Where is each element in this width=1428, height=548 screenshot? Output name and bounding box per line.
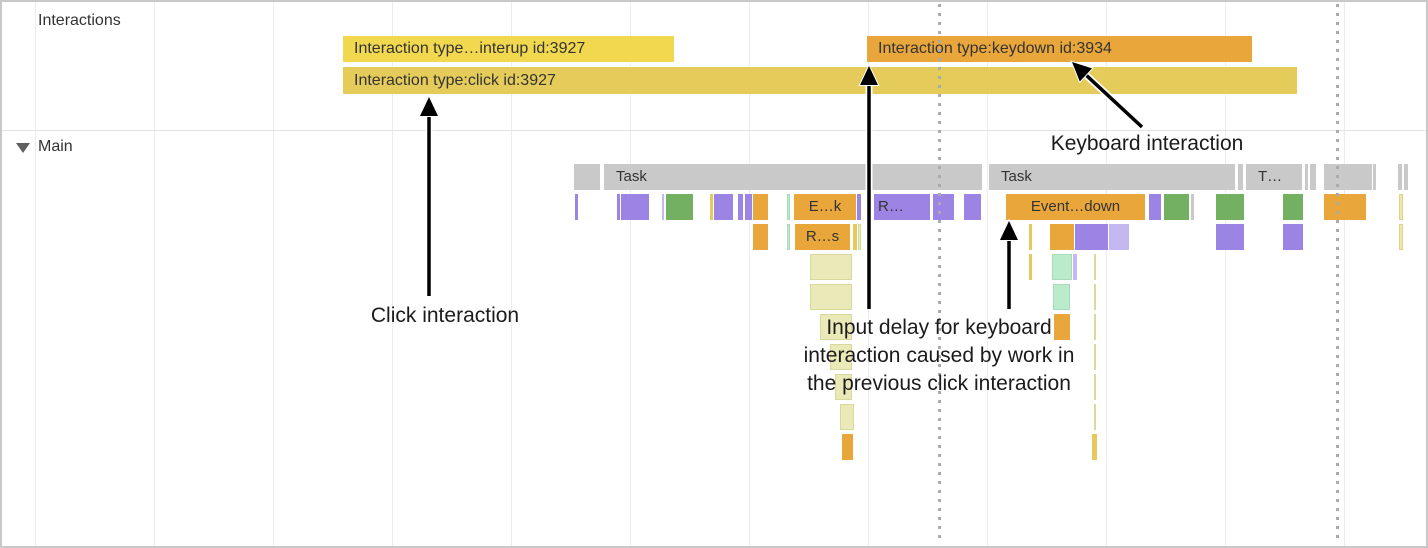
flame-bar-sliver[interactable] [1029,224,1032,250]
flame-bar-sliver[interactable] [857,194,861,220]
main-track-collapse-triangle-icon[interactable] [16,143,30,153]
flame-bar-sliver[interactable] [1094,374,1096,400]
gridline [749,2,750,546]
flame-bar-sliver[interactable] [1238,164,1243,190]
flame-bar-sliver[interactable] [1109,224,1129,250]
flame-bar-sliver[interactable] [1164,194,1189,220]
flame-bar-sliver[interactable] [745,194,752,220]
interaction-bar[interactable]: Interaction type:keydown id:3934 [867,36,1252,62]
flame-bar-sliver[interactable] [753,194,768,220]
interactions-track-label: Interactions [38,12,121,29]
gridline [35,2,36,546]
gridline [154,2,155,546]
flame-bar-sliver[interactable] [714,194,733,220]
flame-bar-sliver[interactable] [1404,164,1408,190]
flame-bar-sliver[interactable] [1398,164,1402,190]
gridline [1106,2,1107,546]
flame-bar-sliver[interactable] [1052,254,1072,280]
track-separator [2,130,1426,131]
flame-bar-sliver[interactable] [1305,164,1308,190]
flame-bar-sliver[interactable] [1310,164,1316,190]
flame-bar-sliver[interactable] [710,194,713,220]
gridline [987,2,988,546]
interaction-bar[interactable]: Interaction type…interup id:3927 [343,36,674,62]
flame-bar-sliver[interactable] [1216,224,1244,250]
main-track-label: Main [38,138,73,155]
flame-bar-sliver[interactable] [1399,194,1403,220]
flame-bar-sliver[interactable] [1191,194,1194,220]
flame-bar-sliver[interactable] [840,404,854,430]
annotation-click-interaction: Click interaction [370,304,520,327]
flame-bar-sliver[interactable] [858,224,861,250]
flame-bar-sliver[interactable] [1373,164,1376,190]
flame-bar-sliver[interactable] [1283,224,1303,250]
flame-bar-sliver[interactable] [1075,224,1108,250]
flame-bar-sliver[interactable] [853,224,857,250]
flame-bar-sliver[interactable] [666,194,693,220]
flame-bar-sliver[interactable] [1324,164,1372,190]
flame-bar[interactable]: R… [874,194,930,220]
flame-bar-sliver[interactable] [835,374,852,400]
annotation-input-delay: Input delay for keyboard interaction cau… [803,316,1075,395]
flame-bar-sliver[interactable] [1029,254,1032,280]
gridline [511,2,512,546]
flame-bar-sliver[interactable] [1094,344,1096,370]
flame-bar-sliver[interactable] [787,224,790,250]
flame-bar[interactable]: T… [1246,164,1302,190]
dotted-guide-line [1336,4,1339,544]
gridline [392,2,393,546]
gridline [1225,2,1226,546]
flame-bar-sliver[interactable] [1050,224,1074,250]
flame-bar-sliver[interactable] [753,224,768,250]
flame-bar-sliver[interactable] [787,194,790,220]
flame-bar-sliver[interactable] [575,194,578,220]
gridline [630,2,631,546]
flame-bar[interactable]: E…k [794,194,856,220]
flame-bar-sliver[interactable] [964,194,981,220]
flame-bar-sliver[interactable] [1092,434,1097,460]
flame-bar[interactable]: Task [604,164,982,190]
flame-bar-sliver[interactable] [662,194,664,220]
flame-bar-sliver[interactable] [617,194,620,220]
flame-bar-sliver[interactable] [933,194,954,220]
flame-bar-sliver[interactable] [1053,284,1070,310]
flame-bar-sliver[interactable] [1094,404,1096,430]
flame-bar-sliver[interactable] [820,314,852,340]
flame-bar-sliver[interactable] [1054,314,1070,340]
flame-bar-sliver[interactable] [1094,284,1096,310]
flame-bar-sliver[interactable] [810,254,852,280]
flame-bar-sliver[interactable] [1399,224,1403,250]
flame-bar-sliver[interactable] [1283,194,1303,220]
gridline [273,2,274,546]
flame-bar-sliver[interactable] [830,344,852,370]
flame-bar-sliver[interactable] [621,194,649,220]
flame-bar-sliver[interactable] [842,434,853,460]
flame-bar-sliver[interactable] [738,194,743,220]
gridline [1344,2,1345,546]
flame-bar[interactable]: Task [989,164,1235,190]
flame-bar-sliver[interactable] [1149,194,1161,220]
flame-bar-sliver[interactable] [810,284,852,310]
flame-bar[interactable]: Event…down [1006,194,1145,220]
flame-bar[interactable]: R…s [795,224,850,250]
flame-bar-sliver[interactable] [1324,194,1366,220]
interaction-bar[interactable]: Interaction type:click id:3927 [343,67,1297,94]
flame-bar-sliver[interactable] [1094,254,1096,280]
flame-bar-sliver[interactable] [1073,254,1077,280]
dotted-guide-line [938,4,941,544]
flame-bar-sliver[interactable] [574,164,600,190]
annotation-keyboard-interaction: Keyboard interaction [1050,132,1244,155]
flame-bar-sliver[interactable] [1216,194,1244,220]
flame-bar-sliver[interactable] [1094,314,1096,340]
